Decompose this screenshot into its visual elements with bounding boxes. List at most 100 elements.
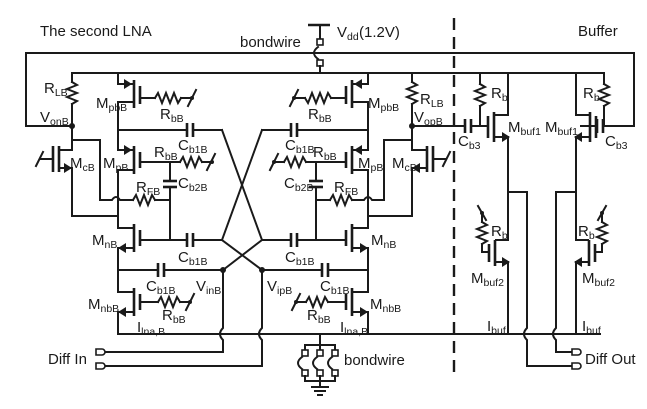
transistor-mpb-left bbox=[117, 145, 171, 199]
transistor-mcb-left bbox=[34, 125, 119, 217]
resistor-rfb-right bbox=[315, 192, 354, 208]
transistor-mnb-left bbox=[117, 224, 187, 271]
capacitor-cb2b-left bbox=[163, 161, 177, 241]
wire-vinb-diff-in bbox=[104, 269, 224, 353]
capacitor-cb3-right bbox=[580, 119, 618, 133]
ibuf-left-label: Ibuf bbox=[487, 318, 506, 337]
cb1b-left-top-label: Cb1B bbox=[178, 137, 208, 156]
transistor-mnbb-right bbox=[290, 288, 369, 335]
resistor-rbb-left-mid bbox=[169, 152, 217, 172]
rbb-right-mid-label: RbB bbox=[313, 144, 337, 163]
transistor-mpbb-right bbox=[288, 79, 369, 131]
transistor-mnb-right bbox=[297, 224, 369, 271]
resistor-rbb-right-mid bbox=[268, 152, 317, 172]
mcb-right-label: McB bbox=[392, 155, 417, 174]
rb-buf1-left-label: Rb bbox=[491, 85, 508, 104]
capacitor-cb1b-left-mid bbox=[185, 233, 223, 247]
rfb-right-label: RFB bbox=[334, 179, 358, 198]
mcb-left-label: McB bbox=[70, 155, 95, 174]
wire-vipb-diff-in bbox=[104, 269, 263, 367]
mnb-right-label: MnB bbox=[371, 232, 396, 251]
transistor-mcb-right bbox=[367, 125, 452, 217]
rbb-left-mid-label: RbB bbox=[154, 144, 178, 163]
capacitor-cb3-left bbox=[463, 119, 488, 133]
vdd-supply bbox=[308, 23, 330, 74]
resistor-rb-buf2-left bbox=[474, 204, 490, 253]
capacitor-cb1b-left-top bbox=[117, 123, 223, 137]
cb1b-left-low-label: Cb1B bbox=[146, 278, 176, 297]
transistor-mbuf1-right bbox=[574, 72, 598, 193]
svg-text:(1.2V): (1.2V) bbox=[359, 24, 400, 41]
svg-text:V: V bbox=[337, 24, 347, 41]
capacitor-cb1b-left-low bbox=[117, 263, 224, 277]
mpb-right-label: MpB bbox=[358, 155, 383, 174]
capacitor-cb2b-right bbox=[309, 161, 323, 241]
wire-out-left bbox=[507, 191, 573, 367]
transistor-mpbb-left bbox=[117, 79, 198, 131]
rb-buf2-right-label: Rb bbox=[578, 223, 595, 242]
transistor-mbuf2-right bbox=[574, 239, 597, 335]
diff-out-label: Diff Out bbox=[585, 351, 636, 368]
capacitor-cb1b-right-mid bbox=[261, 233, 299, 247]
bondwire-top-label: bondwire bbox=[240, 34, 301, 51]
cb1b-right-top-label: Cb1B bbox=[285, 137, 315, 156]
cross-coupling-wires bbox=[220, 128, 264, 272]
cb1b-left-mid-label: Cb1B bbox=[178, 249, 208, 268]
cb2b-left-label: Cb2B bbox=[178, 175, 208, 194]
mbuf2-left-label: Mbuf2 bbox=[471, 270, 504, 289]
rfb-left-label: RFB bbox=[136, 179, 160, 198]
wire-rfb-left-feed bbox=[99, 139, 134, 201]
rb-buf1-right-label: Rb bbox=[583, 85, 600, 104]
vdd-label: V dd (1.2V) bbox=[337, 24, 400, 43]
vipb-label: VipB bbox=[267, 278, 292, 297]
diff-out-pin-2[interactable] bbox=[571, 362, 582, 370]
lna-section-title: The second LNA bbox=[40, 23, 152, 40]
mnb-left-label: MnB bbox=[92, 232, 117, 251]
mpbb-right-label: MpbB bbox=[368, 95, 399, 114]
buffer-section-title: Buffer bbox=[578, 23, 618, 40]
diff-in-pin-1[interactable] bbox=[95, 348, 106, 356]
mpb-left-label: MpB bbox=[103, 155, 128, 174]
rbb-left-top-label: RbB bbox=[160, 106, 184, 125]
rbb-left-low-label: RbB bbox=[162, 307, 186, 326]
rlb-left-label: RLB bbox=[44, 80, 68, 99]
diff-in-pin-2[interactable] bbox=[95, 362, 106, 370]
mbuf2-right-label: Mbuf2 bbox=[582, 270, 615, 289]
ilna-right-label: Ilna,B bbox=[340, 319, 368, 338]
resistor-rb-buf1-right bbox=[596, 72, 612, 127]
transistor-mnbb-left bbox=[117, 288, 196, 335]
mpbb-left-label: MpbB bbox=[96, 95, 127, 114]
capacitor-cb1b-right-top bbox=[261, 123, 369, 137]
rlb-right-label: RLB bbox=[420, 91, 444, 110]
mbuf1-right-label: Mbuf1 bbox=[545, 119, 578, 138]
transistor-mpb-right bbox=[315, 145, 369, 199]
cb2b-right-label: Cb2B bbox=[284, 175, 314, 194]
transistor-mbuf2-left bbox=[487, 239, 510, 335]
rbb-right-top-label: RbB bbox=[308, 106, 332, 125]
resistor-rb-buf2-right bbox=[594, 204, 610, 253]
transistor-mbuf1-left bbox=[486, 72, 510, 193]
mnbb-right-label: MnbB bbox=[370, 296, 401, 315]
cb1b-right-mid-label: Cb1B bbox=[285, 249, 315, 268]
bondwire-bottom-label: bondwire bbox=[344, 352, 405, 369]
cb3-right-label: Cb3 bbox=[605, 133, 628, 152]
diff-in-label: Diff In bbox=[48, 351, 87, 368]
resistor-rlb-left bbox=[64, 72, 80, 127]
rb-buf2-left-label: Rb bbox=[491, 223, 508, 242]
feedback-wire-top bbox=[25, 52, 635, 127]
vinb-label: VinB bbox=[196, 278, 221, 297]
ilna-left-label: Ilna,B bbox=[137, 319, 165, 338]
wire-out-right bbox=[552, 191, 577, 353]
resistor-rlb-right bbox=[404, 72, 420, 127]
ground-bondwire bbox=[297, 333, 339, 396]
svg-text:dd: dd bbox=[347, 31, 359, 43]
resistor-rb-buf1-left bbox=[472, 72, 488, 127]
von-label: VonB bbox=[40, 109, 69, 128]
cb3-left-label: Cb3 bbox=[458, 133, 481, 152]
mnbb-left-label: MnbB bbox=[88, 296, 119, 315]
mbuf1-left-label: Mbuf1 bbox=[508, 119, 541, 138]
ibuf-right-label: Ibuf bbox=[582, 318, 601, 337]
diff-out-pin-1[interactable] bbox=[571, 348, 582, 356]
rbb-right-low-label: RbB bbox=[307, 307, 331, 326]
